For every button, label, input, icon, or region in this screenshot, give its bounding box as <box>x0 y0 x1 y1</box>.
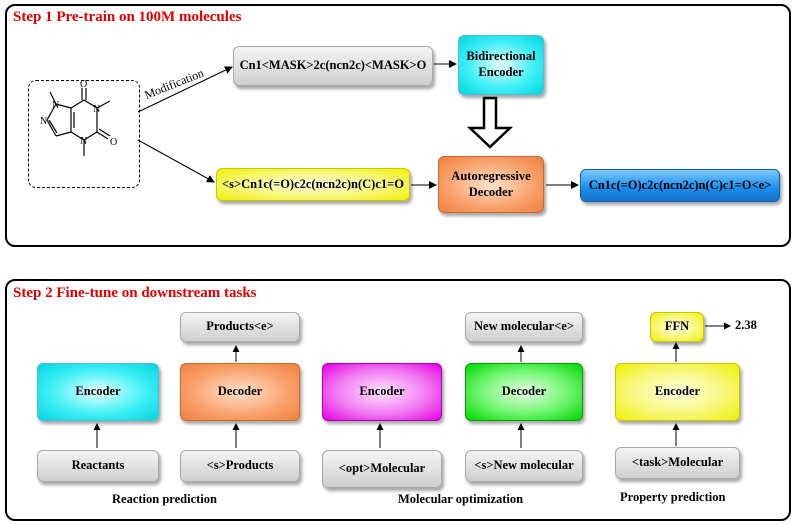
output-smiles-text: Cn1c(=O)c2c(ncn2c)n(C)c1=O<e> <box>588 177 772 192</box>
bidirectional-encoder-label: Bidirectional Encoder <box>466 49 536 79</box>
property-encoder-box: Encoder <box>615 363 740 421</box>
property-encoder-label: Encoder <box>654 384 701 399</box>
optimization-caption: Molecular optimization <box>398 492 524 506</box>
ffn-box: FFN <box>650 312 704 342</box>
reaction-caption: Reaction prediction <box>112 492 217 506</box>
products-input-box: <s>Products <box>180 450 300 482</box>
task-molecular-box: <task>Molecular <box>615 447 740 479</box>
bidirectional-encoder-box: Bidirectional Encoder <box>458 35 544 95</box>
opt-molecular-box: <opt>Molecular <box>322 450 442 488</box>
autoregressive-decoder-box: Autoregressive Decoder <box>438 156 544 213</box>
reaction-encoder-label: Encoder <box>75 384 121 399</box>
svg-text:O: O <box>80 79 87 90</box>
optimization-encoder-box: Encoder <box>322 363 442 421</box>
hollow-down-arrow <box>466 96 514 149</box>
reactants-box: Reactants <box>37 450 159 482</box>
molecule-frame <box>28 80 140 188</box>
step1-panel <box>5 4 791 247</box>
caffeine-atom-labels: O O N N N N <box>40 79 117 148</box>
masked-smiles-box: Cn1<MASK>2c(ncn2c)<MASK>O <box>233 46 433 86</box>
property-value: 2.38 <box>735 318 757 332</box>
reactants-text: Reactants <box>71 458 125 473</box>
reaction-output-text: Products<e> <box>206 319 274 334</box>
output-smiles-box: Cn1c(=O)c2c(ncn2c)n(C)c1=O<e> <box>580 169 780 202</box>
products-input-text: <s>Products <box>206 458 274 473</box>
step1-title: Step 1 Pre-train on 100M molecules <box>13 9 242 25</box>
arrow-molecule-to-masked <box>137 66 233 113</box>
autoregressive-decoder-label: Autoregressive Decoder <box>451 168 531 199</box>
new-molecular-input-box: <s>New molecular <box>465 450 583 482</box>
svg-text:N: N <box>40 116 47 127</box>
arrow-molecule-to-input <box>137 139 215 183</box>
step2-title: Step 2 Fine-tune on downstream tasks <box>13 285 257 301</box>
input-smiles-text: <s>Cn1c(=O)c2c(ncn2c)n(C)c1=O <box>222 176 404 191</box>
ffn-label: FFN <box>664 319 690 334</box>
property-caption: Property prediction <box>620 490 726 504</box>
optimization-encoder-label: Encoder <box>359 384 405 399</box>
svg-text:O: O <box>110 137 117 148</box>
opt-molecular-text: <opt>Molecular <box>338 461 426 476</box>
reaction-decoder-box: Decoder <box>180 363 300 421</box>
caffeine-molecule <box>46 88 111 156</box>
optimization-output-box: New molecular<e> <box>465 312 583 342</box>
optimization-decoder-box: Decoder <box>465 363 583 421</box>
task-molecular-text: <task>Molecular <box>631 455 724 470</box>
reaction-output-box: Products<e> <box>180 312 300 342</box>
input-smiles-box: <s>Cn1c(=O)c2c(ncn2c)n(C)c1=O <box>216 168 410 201</box>
optimization-output-text: New molecular<e> <box>474 319 574 334</box>
reaction-encoder-box: Encoder <box>37 363 159 421</box>
masked-smiles-text: Cn1<MASK>2c(ncn2c)<MASK>O <box>239 58 427 73</box>
new-molecular-input-text: <s>New molecular <box>474 458 574 473</box>
svg-text:N: N <box>52 100 59 111</box>
optimization-decoder-label: Decoder <box>501 384 547 399</box>
svg-text:N: N <box>93 104 100 115</box>
reaction-decoder-label: Decoder <box>217 384 263 399</box>
svg-text:N: N <box>80 136 87 147</box>
